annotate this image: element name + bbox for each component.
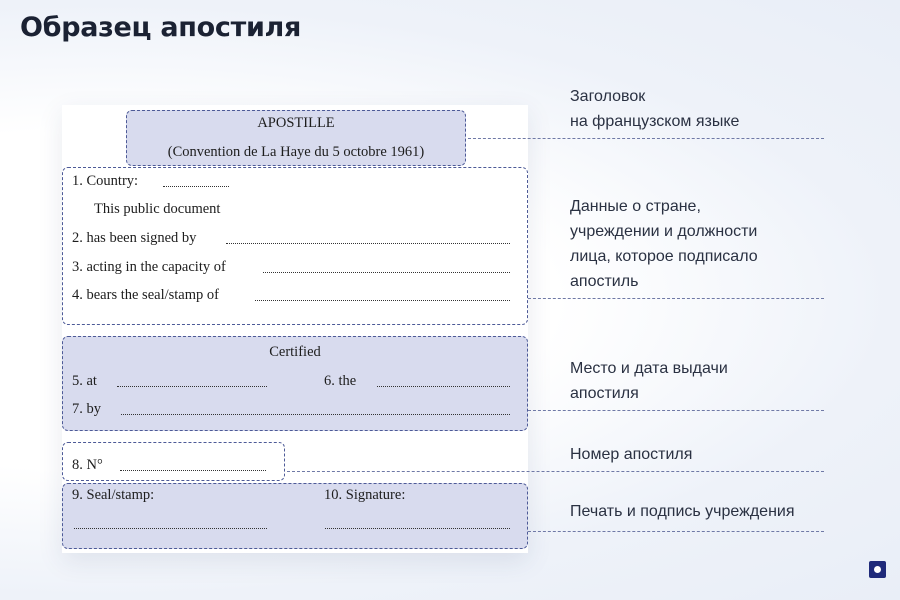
annotation-number: Номер апостиля — [570, 446, 693, 463]
country-label: 1. Country: — [72, 173, 139, 189]
country-dots — [163, 186, 229, 187]
annotation-place-date: Место и дата выдачи апостиля — [570, 360, 728, 402]
date-label: 6. the — [324, 373, 357, 389]
signature-dots — [325, 528, 510, 529]
annotation-header: Заголовок на французском языке — [570, 88, 740, 130]
authority-zone: 1. Country: This public document 2. has … — [62, 167, 528, 325]
issuer-label: 7. by — [72, 401, 101, 417]
annotation-authority: Данные о стране, учреждении и должности … — [570, 198, 758, 290]
certified-zone: Certified 5. at 6. the 7. by — [62, 336, 528, 431]
number-dots — [120, 470, 266, 471]
signed-by-dots — [226, 243, 510, 244]
leader-authority — [528, 298, 824, 299]
capacity-label: 3. acting in the capacity of — [72, 259, 226, 275]
seal-of-dots — [255, 300, 510, 301]
public-document-label: This public document — [94, 201, 221, 217]
issuer-dots — [121, 414, 510, 415]
header-zone: APOSTILLE (Convention de La Haye du 5 oc… — [126, 110, 466, 166]
seal-of-label: 4. bears the seal/stamp of — [72, 287, 219, 303]
leader-seal — [528, 531, 824, 532]
page-title: Образец апостиля — [20, 12, 302, 43]
apostille-convention: (Convention de La Haye du 5 octobre 1961… — [167, 144, 425, 160]
number-label: 8. N° — [72, 457, 103, 473]
leader-header — [468, 138, 824, 139]
leader-place-date — [528, 410, 824, 411]
place-label: 5. at — [72, 373, 97, 389]
annotation-seal: Печать и подпись учреждения — [570, 503, 795, 520]
date-dots — [377, 386, 510, 387]
apostille-title: APOSTILLE — [257, 115, 335, 131]
capacity-dots — [263, 272, 510, 273]
seal-zone: 9. Seal/stamp: 10. Signature: — [62, 483, 528, 549]
brand-logo-icon — [869, 561, 886, 578]
seal-dots — [74, 528, 267, 529]
leader-number — [287, 471, 824, 472]
signature-label: 10. Signature: — [324, 487, 406, 503]
certified-heading: Certified — [269, 344, 321, 360]
signed-by-label: 2. has been signed by — [72, 230, 197, 246]
number-zone: 8. N° — [62, 442, 285, 481]
place-dots — [117, 386, 267, 387]
seal-stamp-label: 9. Seal/stamp: — [72, 487, 155, 503]
